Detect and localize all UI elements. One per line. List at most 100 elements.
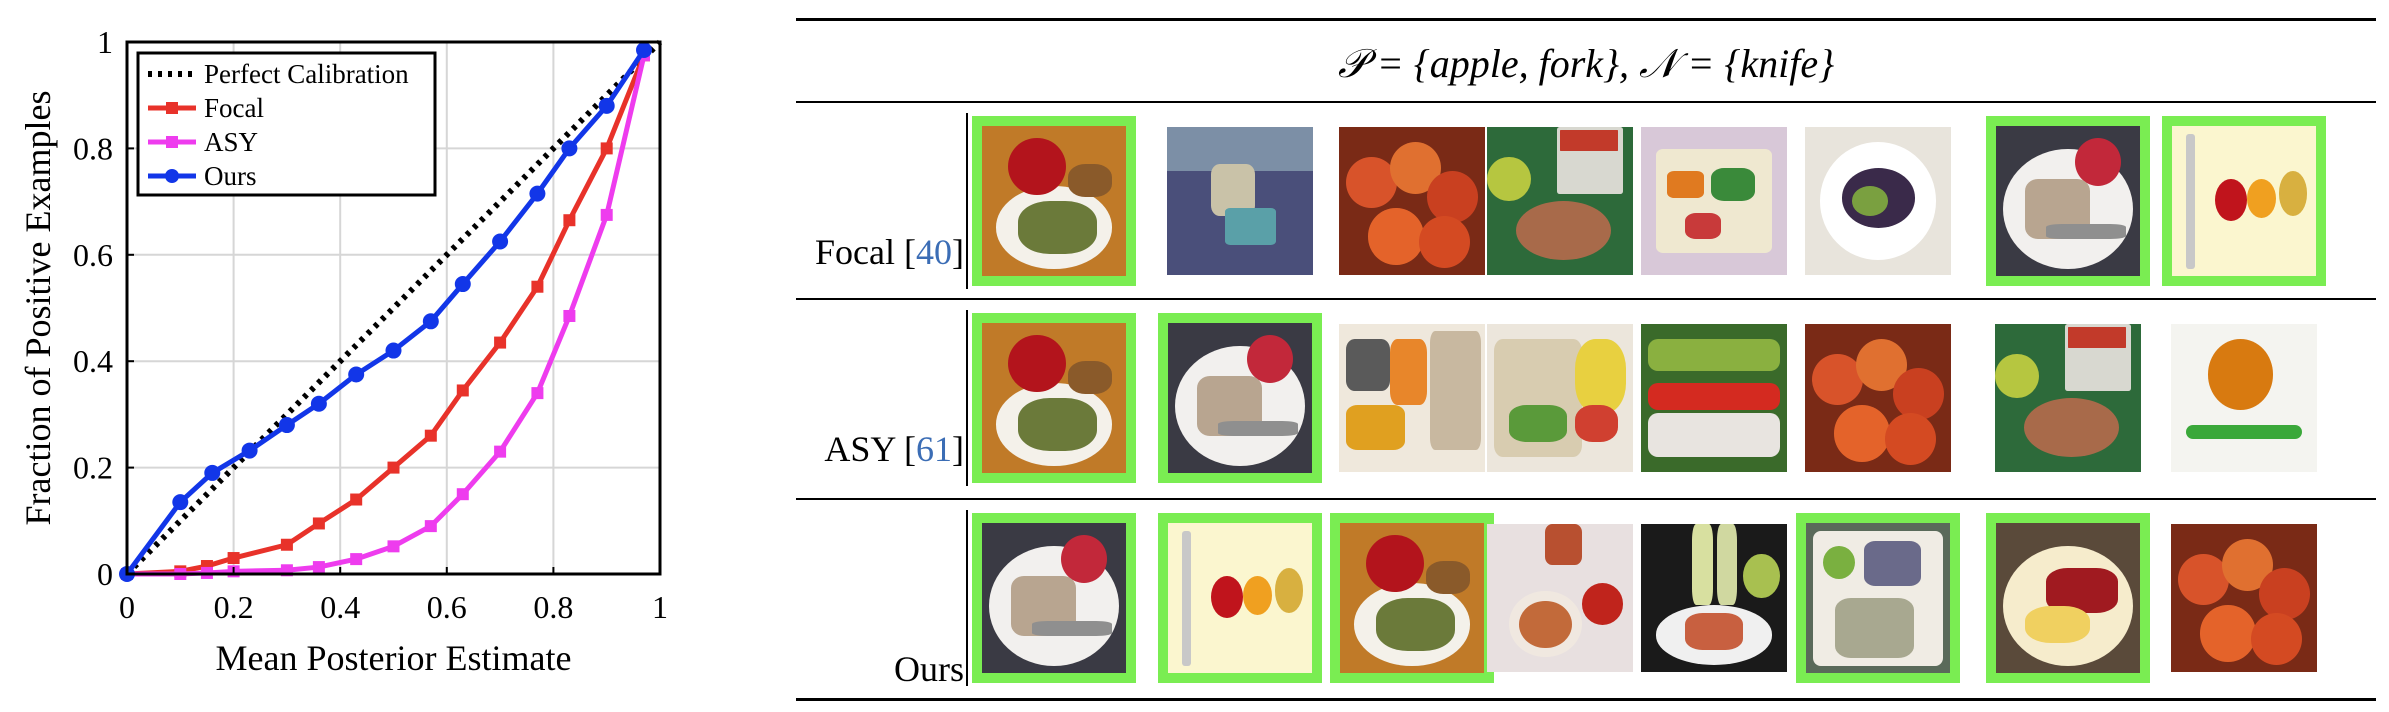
citation-bracket: ] (952, 429, 964, 469)
data-point-focal (350, 493, 363, 506)
data-point-ours (348, 366, 365, 383)
data-point-ours (204, 464, 221, 481)
retrieved-image-picnic-table[interactable] (1167, 127, 1313, 275)
retrieval-table: 𝒫 = {apple, fork}, 𝒩 = {knife} Focal [40… (796, 18, 2376, 704)
data-point-ours (492, 233, 509, 250)
image-content-shape (1834, 405, 1890, 462)
image-content-shape (2278, 171, 2308, 216)
y-axis-title: Fraction of Positive Examples (18, 91, 58, 526)
data-point-focal (424, 429, 437, 442)
citation-link[interactable]: 40 (916, 232, 952, 272)
image-content-shape (1068, 163, 1112, 197)
legend-marker (165, 169, 179, 183)
retrieved-image-oat-bowl[interactable] (1995, 324, 2141, 472)
retrieved-image-apples-pile[interactable] (2171, 524, 2317, 672)
retrieved-image-cake-apple-plate-positive[interactable] (1986, 116, 2150, 286)
retrieved-image-tray-apple-meal-positive[interactable] (1796, 513, 1960, 683)
data-point-focal (600, 142, 613, 155)
retrieved-image-plate-fork-dessert-positive[interactable] (1986, 513, 2150, 683)
image-content-shape (1892, 368, 1944, 421)
data-point-ours (422, 313, 439, 330)
image-content-shape (1684, 612, 1744, 650)
table-row: ASY [61] (796, 300, 2376, 496)
row-rule-1 (796, 298, 2376, 300)
legend-label: Perfect Calibration (204, 59, 409, 89)
data-point-focal (563, 214, 576, 227)
image-content-shape (2075, 138, 2122, 186)
retrieved-image-salad-container-banana[interactable] (1487, 324, 1633, 472)
top-rule (796, 18, 2376, 21)
retrieved-image-lunch-tray[interactable] (1339, 324, 1485, 472)
data-point-focal (531, 280, 544, 293)
retrieved-image-applesauce-tablecloth[interactable] (1487, 524, 1633, 672)
data-point-asy (494, 445, 507, 458)
image-content-shape (1218, 420, 1298, 436)
retrieved-image-salad-bowl[interactable] (1805, 127, 1951, 275)
image-content-shape (1545, 524, 1582, 566)
retrieved-image-fruit-fork-yellow-positive[interactable] (2162, 116, 2326, 286)
image-content-shape (1368, 208, 1424, 265)
retrieved-image-bottles-plate[interactable] (1641, 524, 1787, 672)
image-content-shape (1487, 156, 1531, 201)
row-separator-line (966, 510, 968, 686)
retrieved-image-apples-pile[interactable] (1805, 324, 1951, 472)
image-content-shape (1648, 383, 1780, 410)
retrieved-image-lunchbox[interactable] (1641, 127, 1787, 275)
image-content-shape (1346, 156, 1398, 209)
image-content-shape (1684, 212, 1722, 240)
image-content-shape (1419, 215, 1471, 268)
image-content-shape (1068, 360, 1112, 394)
retrieved-image-apples-pile[interactable] (1339, 127, 1485, 275)
image-content-shape (1648, 338, 1780, 372)
y-tick-label: 0.8 (73, 130, 113, 166)
y-tick-label: 0 (97, 556, 113, 592)
data-point-ours (598, 97, 615, 114)
method-name: ASY [ (824, 429, 916, 469)
data-point-asy (387, 540, 400, 553)
retrieved-image-orange-spork[interactable] (2171, 324, 2317, 472)
image-content-shape (1211, 575, 1243, 618)
image-content-shape (1508, 405, 1568, 443)
image-content-shape (2024, 398, 2120, 458)
x-tick-label: 0.2 (214, 589, 254, 625)
image-content-shape (1711, 168, 1755, 201)
legend-marker (166, 136, 178, 148)
image-content-shape (1716, 524, 1738, 606)
x-axis-title: Mean Posterior Estimate (216, 638, 572, 678)
retrieved-image-cake-apple-plate-positive[interactable] (972, 513, 1136, 683)
image-content-shape (1018, 398, 1098, 451)
data-point-ours (172, 494, 189, 511)
retrieved-image-apple-fork-plate-positive[interactable] (972, 313, 1136, 483)
y-tick-label: 0.4 (73, 343, 113, 379)
image-content-shape (1346, 338, 1391, 391)
image-content-shape (1516, 201, 1612, 261)
retrieved-image-cake-apple-plate-positive[interactable] (1158, 313, 1322, 483)
x-tick-label: 0.4 (320, 589, 360, 625)
retrieved-image-apple-fork-plate-positive[interactable] (972, 116, 1136, 286)
legend-label: ASY (204, 127, 258, 157)
retrieved-image-apple-fork-plate-positive[interactable] (1330, 513, 1494, 683)
method-name: Ours (894, 649, 964, 689)
image-content-shape (1426, 560, 1470, 594)
citation-link[interactable]: 61 (916, 429, 952, 469)
image-content-shape (2068, 326, 2127, 348)
data-point-ours (454, 276, 471, 293)
retrieved-image-fruit-fork-yellow-positive[interactable] (1158, 513, 1322, 683)
data-point-asy (424, 520, 437, 533)
image-content-shape (2178, 553, 2230, 606)
image-content-shape (1346, 405, 1405, 450)
chart-series (119, 39, 663, 582)
image-content-shape (1426, 171, 1478, 224)
image-content-shape (1007, 138, 1066, 195)
image-content-shape (2186, 133, 2196, 269)
image-content-shape (1574, 338, 1626, 413)
image-content-shape (1823, 545, 1855, 579)
retrieved-image-oat-bowl[interactable] (1487, 127, 1633, 275)
retrieved-image-market-apples[interactable] (1641, 324, 1787, 472)
image-content-shape (1182, 530, 1192, 666)
image-content-shape (1429, 331, 1481, 450)
image-content-shape (1885, 412, 1937, 465)
image-content-shape (2185, 424, 2303, 440)
